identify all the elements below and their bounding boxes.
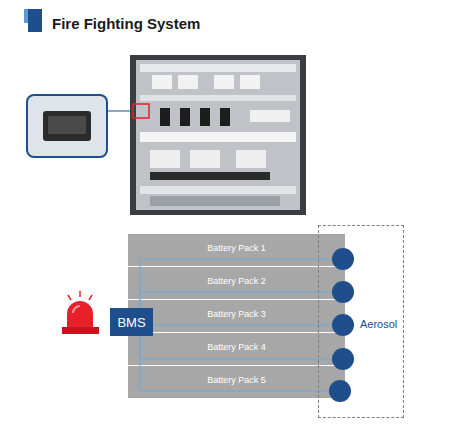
title-icon bbox=[28, 9, 42, 32]
inset-frame bbox=[27, 95, 107, 157]
breaker bbox=[152, 75, 172, 89]
node-label: Battery Pack 1 bbox=[128, 243, 345, 253]
device-label bbox=[48, 116, 86, 134]
aerosol-circle bbox=[332, 348, 354, 370]
busbar bbox=[140, 186, 296, 194]
aerosol-device bbox=[43, 111, 91, 141]
node-label: Battery Pack 4 bbox=[128, 342, 345, 352]
node-label: Battery Pack 2 bbox=[128, 276, 345, 286]
battery-band: Battery Pack 5 bbox=[128, 365, 345, 398]
breaker bbox=[150, 150, 180, 168]
node-label: BMS bbox=[117, 315, 145, 330]
breaker bbox=[214, 75, 234, 89]
busbar bbox=[140, 132, 296, 142]
busbar bbox=[140, 64, 296, 72]
relay bbox=[220, 108, 230, 126]
relay bbox=[200, 108, 210, 126]
battery-band: Battery Pack 1 bbox=[128, 233, 345, 266]
battery-band: Battery Pack 3 bbox=[128, 299, 345, 332]
bms-box: BMS bbox=[110, 308, 153, 336]
busbar bbox=[140, 95, 296, 101]
siren-base bbox=[62, 327, 99, 334]
cabinet-photo bbox=[130, 55, 306, 215]
breaker bbox=[178, 75, 198, 89]
node-label: Aerosol bbox=[360, 318, 397, 330]
relay bbox=[160, 108, 170, 126]
title: Fire Fighting System bbox=[52, 15, 200, 32]
terminal-block bbox=[250, 110, 290, 122]
battery-band: Battery Pack 4 bbox=[128, 332, 345, 365]
breaker bbox=[240, 75, 260, 89]
highlight-box bbox=[133, 104, 149, 118]
aerosol-circle bbox=[332, 314, 354, 336]
siren-ray bbox=[89, 295, 92, 300]
signal-wire bbox=[153, 325, 318, 326]
aerosol-group: Aerosol bbox=[318, 225, 404, 418]
aerosol-circle bbox=[332, 281, 354, 303]
breaker bbox=[236, 150, 266, 168]
battery-band: Battery Pack 2 bbox=[128, 266, 345, 299]
cabinet-panel bbox=[136, 60, 300, 210]
node-label: Battery Pack 3 bbox=[128, 309, 345, 319]
aerosol-circle bbox=[332, 248, 354, 270]
relay bbox=[180, 108, 190, 126]
rail bbox=[150, 196, 280, 206]
breaker bbox=[190, 150, 220, 168]
aerosol-circle bbox=[329, 380, 351, 402]
siren-dome bbox=[67, 301, 93, 327]
siren-ray bbox=[68, 295, 71, 300]
cable-duct bbox=[150, 172, 270, 180]
node-label: Battery Pack 5 bbox=[128, 375, 345, 385]
siren-ray bbox=[79, 291, 81, 297]
leader-line bbox=[107, 111, 133, 112]
siren-shine bbox=[73, 306, 80, 313]
